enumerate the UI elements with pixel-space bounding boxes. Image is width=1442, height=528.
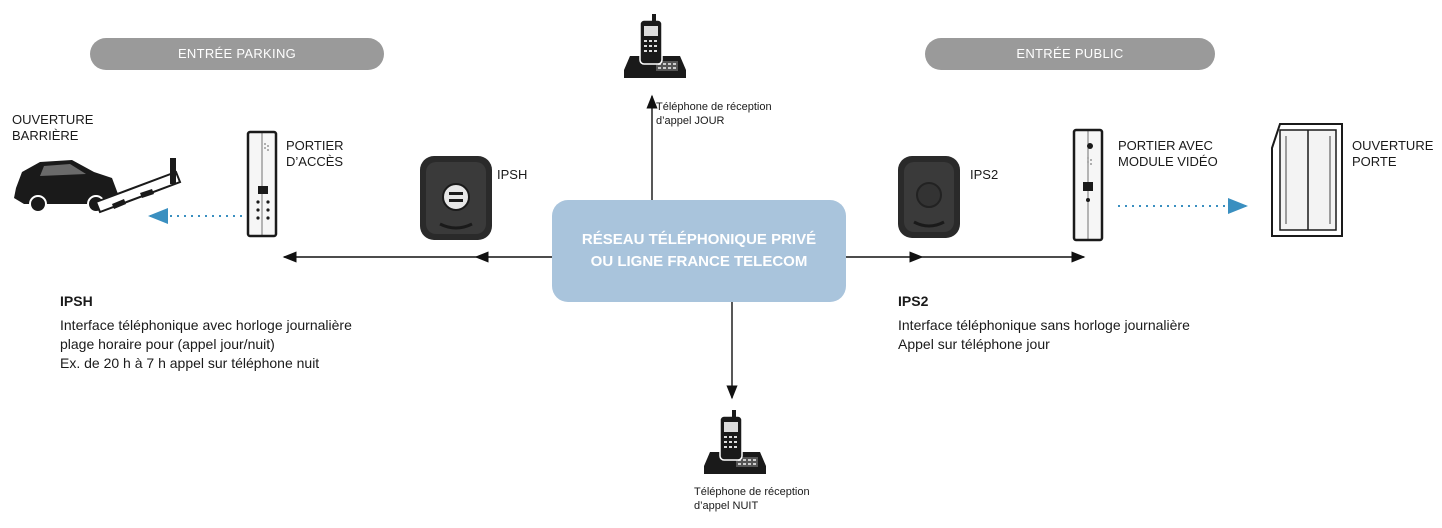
ipsh-description: Interface téléphonique avec horloge jour… — [60, 316, 352, 373]
entree-public-pill: ENTRÉE PUBLIC — [925, 38, 1215, 70]
ouverture-barriere-label: OUVERTURE BARRIÈRE — [12, 112, 94, 143]
ips2-label: IPS2 — [970, 167, 999, 182]
night-phone-icon — [704, 410, 766, 474]
day-phone-label: Téléphone de réception d’appel JOUR — [656, 101, 772, 127]
ipsh-desc-line: Interface téléphonique avec horloge jour… — [60, 317, 352, 333]
connection-lines — [148, 94, 1248, 400]
ipsh-desc-title: IPSH — [60, 293, 93, 309]
night-phone-label: Téléphone de réception d’appel NUIT — [694, 486, 810, 512]
reseau-telephonique-hub: RÉSEAU TÉLÉPHONIQUE PRIVÉ OU LIGNE FRANC… — [552, 200, 846, 302]
ouverture-porte-label: OUVERTURE PORTE — [1352, 138, 1434, 169]
ips2-interface-icon — [898, 156, 960, 238]
entree-parking-pill: ENTRÉE PARKING — [90, 38, 384, 70]
ips2-desc-line: Appel sur téléphone jour — [898, 336, 1050, 352]
ipsh-desc-line: plage horaire pour (appel jour/nuit) — [60, 336, 275, 352]
ipsh-desc-line: Ex. de 20 h à 7 h appel sur téléphone nu… — [60, 355, 320, 371]
portier-video-label: PORTIER AVEC MODULE VIDÉO — [1118, 138, 1218, 169]
door-icon — [1271, 123, 1343, 237]
portier-acces-label: PORTIER D’ACCÈS — [286, 138, 344, 169]
day-phone-icon — [624, 14, 686, 78]
portier-acces-icon — [246, 130, 278, 238]
ips2-description: Interface téléphonique sans horloge jour… — [898, 316, 1190, 354]
ips2-desc-title: IPS2 — [898, 293, 929, 309]
ipsh-interface-icon — [420, 156, 492, 240]
ips2-desc-line: Interface téléphonique sans horloge jour… — [898, 317, 1190, 333]
portier-video-icon — [1072, 128, 1104, 242]
car-barrier-icon — [14, 158, 182, 214]
ipsh-label: IPSH — [497, 167, 528, 182]
